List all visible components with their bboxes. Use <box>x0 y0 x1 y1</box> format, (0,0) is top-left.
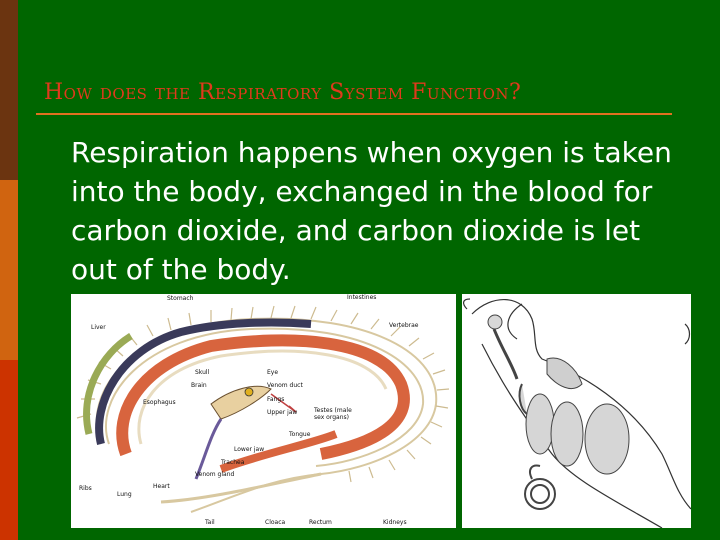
tail-shape <box>160 472 322 504</box>
label-lung: Lung <box>117 491 132 498</box>
label-ribs: Ribs <box>79 485 92 492</box>
label-venom-duct: Venom duct <box>267 382 303 389</box>
vertebrae-line <box>137 349 388 445</box>
slide-body-text: Respiration happens when oxygen is taken… <box>71 136 672 286</box>
bird-respiratory-diagram <box>462 294 691 528</box>
snake-labels: Stomach Intestines Liver Vertebrae Skull… <box>79 294 419 526</box>
slide-title: How does the Respiratory System Function… <box>44 80 522 105</box>
label-lower-jaw: Lower jaw <box>234 446 264 453</box>
label-tongue: Tongue <box>288 431 311 438</box>
label-venom-gland: Venom gland <box>195 471 235 478</box>
bird-head-organ <box>487 314 503 330</box>
bird-air-sac-2 <box>550 401 584 467</box>
accent-bar-middle <box>0 180 18 360</box>
label-esophagus: Esophagus <box>143 399 176 406</box>
label-heart: Heart <box>153 483 170 490</box>
label-liver: Liver <box>91 324 106 331</box>
title-underline <box>36 113 672 115</box>
label-rectum: Rectum <box>309 519 332 526</box>
label-testes-2: sex organs) <box>314 414 349 421</box>
snake-anatomy-diagram: Stomach Intestines Liver Vertebrae Skull… <box>71 294 456 528</box>
label-tail: Tail <box>204 519 215 526</box>
label-eye: Eye <box>267 369 278 376</box>
accent-bar-top <box>0 0 18 180</box>
snake-head <box>194 385 297 480</box>
label-cloaca: Cloaca <box>265 519 286 526</box>
label-intestines: Intestines <box>347 294 376 301</box>
bird-air-sac-1 <box>525 393 555 455</box>
label-trachea: Trachea <box>220 459 245 466</box>
label-skull: Skull <box>195 369 210 376</box>
bird-lung <box>546 357 583 389</box>
label-vertebrae: Vertebrae <box>389 322 419 329</box>
label-testes: Testes (male <box>313 407 352 414</box>
left-accent-bar <box>0 0 18 540</box>
bird-trachea <box>492 328 519 380</box>
digestive-tract <box>116 334 410 460</box>
accent-bar-bottom <box>0 360 18 540</box>
lung-band <box>95 318 312 445</box>
bird-air-sac-3 <box>584 403 630 475</box>
label-fangs: Fangs <box>267 396 284 403</box>
label-kidneys: Kidneys <box>383 519 407 526</box>
label-upper-jaw: Upper jaw <box>267 409 297 416</box>
bird-air-sac-4 <box>518 383 528 415</box>
liver-shape <box>83 332 133 435</box>
bird-foot <box>524 464 556 510</box>
label-brain: Brain <box>191 382 207 389</box>
rectum-shape <box>219 430 338 473</box>
label-stomach: Stomach <box>167 295 194 302</box>
